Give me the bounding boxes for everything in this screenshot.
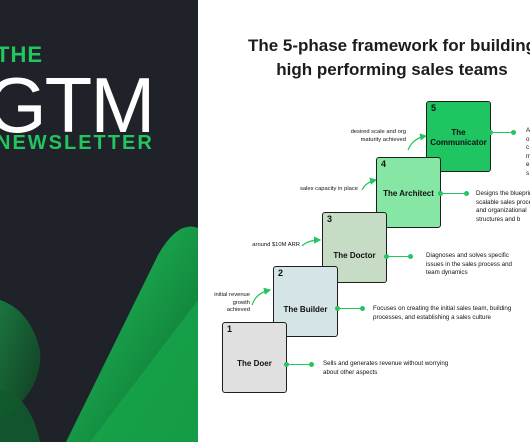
phase-5-end-dot bbox=[511, 130, 516, 135]
phase-2-description: Focuses on creating the initial sales te… bbox=[373, 305, 512, 321]
phase-4-name: The Architect bbox=[383, 189, 434, 198]
phase-1-end-dot bbox=[309, 362, 314, 367]
milestone-2-note: around $10M ARR bbox=[252, 242, 300, 248]
phase-4-dot bbox=[438, 191, 443, 196]
phase-3-number: 3 bbox=[327, 214, 333, 224]
phase-4-connector bbox=[443, 193, 464, 194]
phase-3-end-dot bbox=[408, 254, 413, 259]
brand-decoration bbox=[0, 226, 198, 442]
phase-2-end-dot bbox=[360, 306, 365, 311]
milestone-arrows bbox=[251, 133, 428, 306]
phase-4-end-dot bbox=[464, 191, 469, 196]
phase-1-connector bbox=[289, 364, 309, 365]
phase-2-number: 2 bbox=[278, 268, 284, 278]
phase-3-name: The Doctor bbox=[333, 251, 376, 260]
phase-2-box: 2 The Builder bbox=[273, 266, 338, 337]
phase-1-box: 1 The Doer bbox=[222, 322, 287, 393]
phase-5-dot bbox=[488, 130, 493, 135]
page-title: The 5-phase framework for building high … bbox=[242, 34, 530, 82]
brand-newsletter: NEWSLETTER bbox=[0, 132, 154, 154]
phase-5-connector bbox=[493, 132, 511, 133]
milestone-3-note: sales capacity in place bbox=[299, 186, 358, 192]
phase-1-number: 1 bbox=[227, 324, 233, 334]
phase-4-description: Designs the blueprint forscalable sales … bbox=[476, 190, 530, 223]
phase-1-dot bbox=[284, 362, 289, 367]
phase-3-connector bbox=[389, 256, 408, 257]
phase-5-number: 5 bbox=[431, 103, 437, 113]
phase-4-number: 4 bbox=[381, 159, 387, 169]
brand-the: THE bbox=[0, 42, 43, 67]
title-line-2: high performing sales teams bbox=[276, 60, 508, 79]
phase-1-description: Sells and generates revenue without worr… bbox=[323, 360, 449, 376]
phase-2-name: The Builder bbox=[283, 305, 328, 314]
brand-gtm: GTM bbox=[0, 61, 155, 149]
phase-2-dot bbox=[335, 306, 340, 311]
phase-3-dot bbox=[384, 254, 389, 259]
phase-1-name: The Doer bbox=[237, 359, 272, 368]
phase-2-connector bbox=[340, 308, 360, 309]
brand-panel: THE GTM NEWSLETTER bbox=[0, 0, 198, 442]
title-line-1: The 5-phase framework for building bbox=[247, 36, 530, 55]
framework-panel: The 5-phase framework for building high … bbox=[198, 0, 530, 442]
